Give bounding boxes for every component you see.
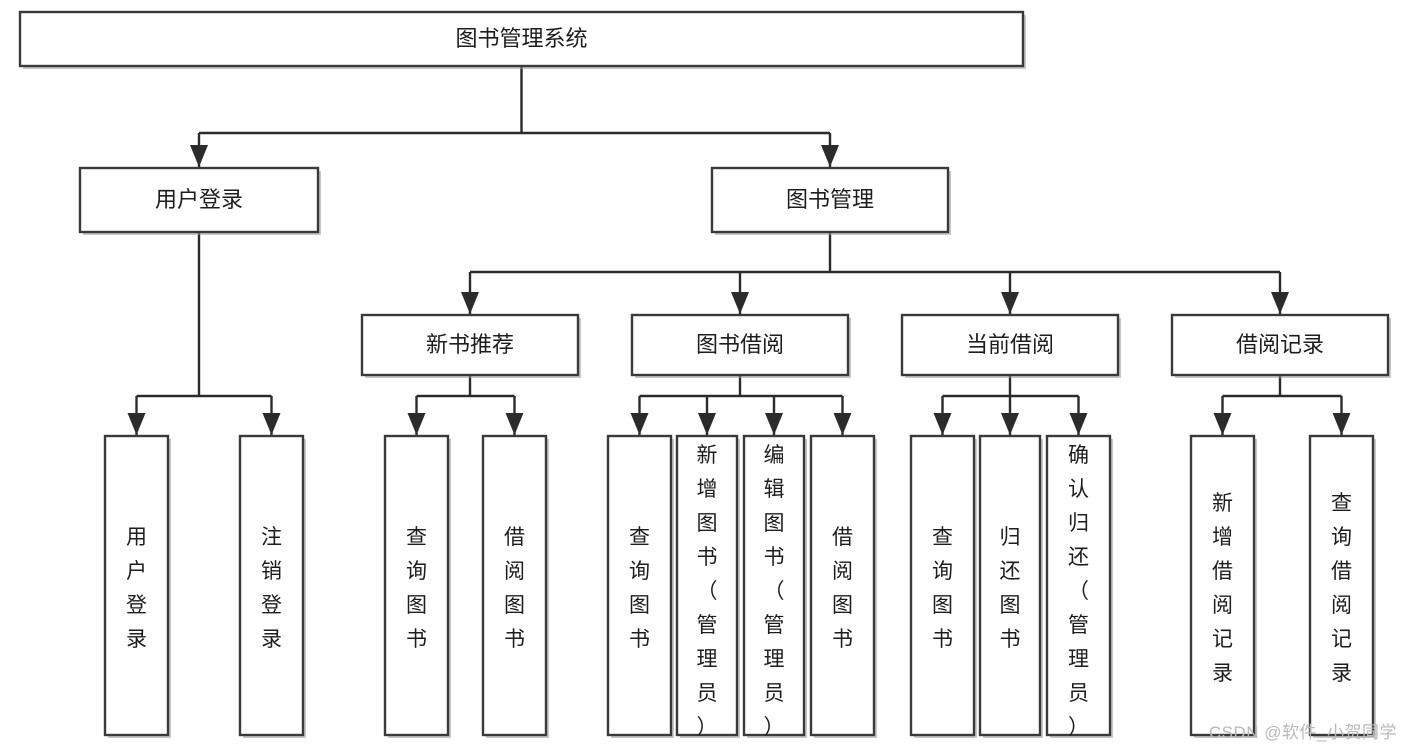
node-book-manage-box[interactable] [710,166,950,234]
node-root-box[interactable] [18,10,1025,68]
node-current-borrow-label: 当前借阅 [966,332,1054,357]
book-borrow-arrow-0 [630,413,649,435]
node-book-manage[interactable]: 图书管理 [710,166,951,235]
node-leaf-query-record[interactable]: 查询借阅记录 [1308,434,1376,738]
node-borrow-record[interactable]: 借阅记录 [1170,313,1391,378]
node-leaf-borrow-book-2-label: 借阅图书 [832,526,853,651]
node-leaf-borrow-book-2[interactable]: 借阅图书 [809,434,877,738]
node-leaf-query-book-1[interactable]: 查询图书 [383,434,451,738]
node-leaf-user-login[interactable]: 用户登录 [103,434,171,738]
node-book-borrow-box[interactable] [630,313,850,377]
node-leaf-edit-book[interactable]: 编辑图书（管理员） [742,434,807,739]
current-borrow-arrow-0 [933,413,952,435]
node-leaf-confirm-return[interactable]: 确认归还（管理员） [1045,434,1113,739]
node-leaf-query-record-box[interactable] [1308,434,1375,737]
node-leaf-return-book-label: 归还图书 [1000,526,1021,651]
node-new-book-recommend-label: 新书推荐 [426,332,514,357]
node-leaf-user-logout-label: 注销登录 [261,526,282,651]
node-leaf-borrow-book-1-box[interactable] [481,434,548,737]
current-borrow-arrow-2 [1069,413,1088,435]
node-leaf-user-login-box[interactable] [103,434,170,737]
node-leaf-add-record-box[interactable] [1189,434,1256,737]
node-leaf-query-record-label: 查询借阅记录 [1331,492,1352,685]
user-login-arrow-1 [262,413,281,435]
node-borrow-record-label: 借阅记录 [1236,332,1324,357]
node-leaf-query-book-3-box[interactable] [909,434,976,737]
user-login-arrow-0 [127,413,146,435]
node-leaf-edit-book-box[interactable] [742,434,806,737]
node-leaf-add-record[interactable]: 新增借阅记录 [1189,434,1257,738]
csdn-watermark: CSDN @软件_小贺同学 [1208,723,1397,742]
book-manage-arrow-0 [461,292,479,314]
node-leaf-return-book[interactable]: 归还图书 [978,434,1043,738]
node-new-book-recommend[interactable]: 新书推荐 [360,313,581,378]
node-borrow-record-box[interactable] [1170,313,1390,377]
node-leaf-query-book-1-box[interactable] [383,434,450,737]
node-leaf-return-book-box[interactable] [978,434,1042,737]
node-leaf-add-book-label: 新增图书（管理员） [697,444,718,739]
node-current-borrow-box[interactable] [900,313,1120,377]
node-user-login[interactable]: 用户登录 [78,166,321,235]
node-root-label: 图书管理系统 [455,26,587,51]
new-book-recommend-arrow-0 [407,413,426,435]
node-leaf-user-logout[interactable]: 注销登录 [238,434,306,738]
node-book-borrow-label: 图书借阅 [696,332,784,357]
node-leaf-query-book-3-label: 查询图书 [932,526,953,651]
current-borrow-arrow-1 [1001,413,1019,435]
node-leaf-add-record-label: 新增借阅记录 [1212,492,1233,685]
node-leaf-confirm-return-label: 确认归还（管理员） [1068,444,1089,739]
book-borrow-arrow-2 [765,413,783,435]
borrow-record-arrow-1 [1332,413,1351,435]
node-leaf-user-logout-box[interactable] [238,434,305,737]
book-manage-arrow-3 [1271,292,1289,314]
node-user-login-box[interactable] [78,166,320,234]
book-borrow-arrow-3 [833,413,852,435]
root-arrow-0 [190,145,208,167]
node-leaf-add-book[interactable]: 新增图书（管理员） [675,434,740,739]
node-leaf-edit-book-label: 编辑图书（管理员） [764,444,785,739]
node-book-borrow[interactable]: 图书借阅 [630,313,851,378]
node-root[interactable]: 图书管理系统 [18,10,1026,69]
node-new-book-recommend-box[interactable] [360,313,580,377]
node-user-login-label: 用户登录 [155,187,243,212]
node-current-borrow[interactable]: 当前借阅 [900,313,1121,378]
node-leaf-query-book-1-label: 查询图书 [406,526,427,651]
book-borrow-arrow-1 [698,413,716,435]
node-leaf-query-book-3[interactable]: 查询图书 [909,434,977,738]
node-leaf-borrow-book-1-label: 借阅图书 [504,526,525,651]
node-leaf-user-login-label: 用户登录 [126,526,147,651]
book-manage-arrow-2 [1001,292,1019,314]
node-book-manage-label: 图书管理 [786,187,874,212]
borrow-record-arrow-0 [1213,413,1232,435]
new-book-recommend-arrow-1 [505,413,524,435]
root-arrow-1 [821,145,839,167]
node-leaf-confirm-return-box[interactable] [1045,434,1112,737]
node-leaf-query-book-2-box[interactable] [606,434,673,737]
book-manage-arrow-1 [731,292,749,314]
node-leaf-borrow-book-1[interactable]: 借阅图书 [481,434,549,738]
node-leaf-query-book-2-label: 查询图书 [629,526,650,651]
node-leaf-add-book-box[interactable] [675,434,739,737]
node-leaf-borrow-book-2-box[interactable] [809,434,876,737]
node-leaf-query-book-2[interactable]: 查询图书 [606,434,674,738]
